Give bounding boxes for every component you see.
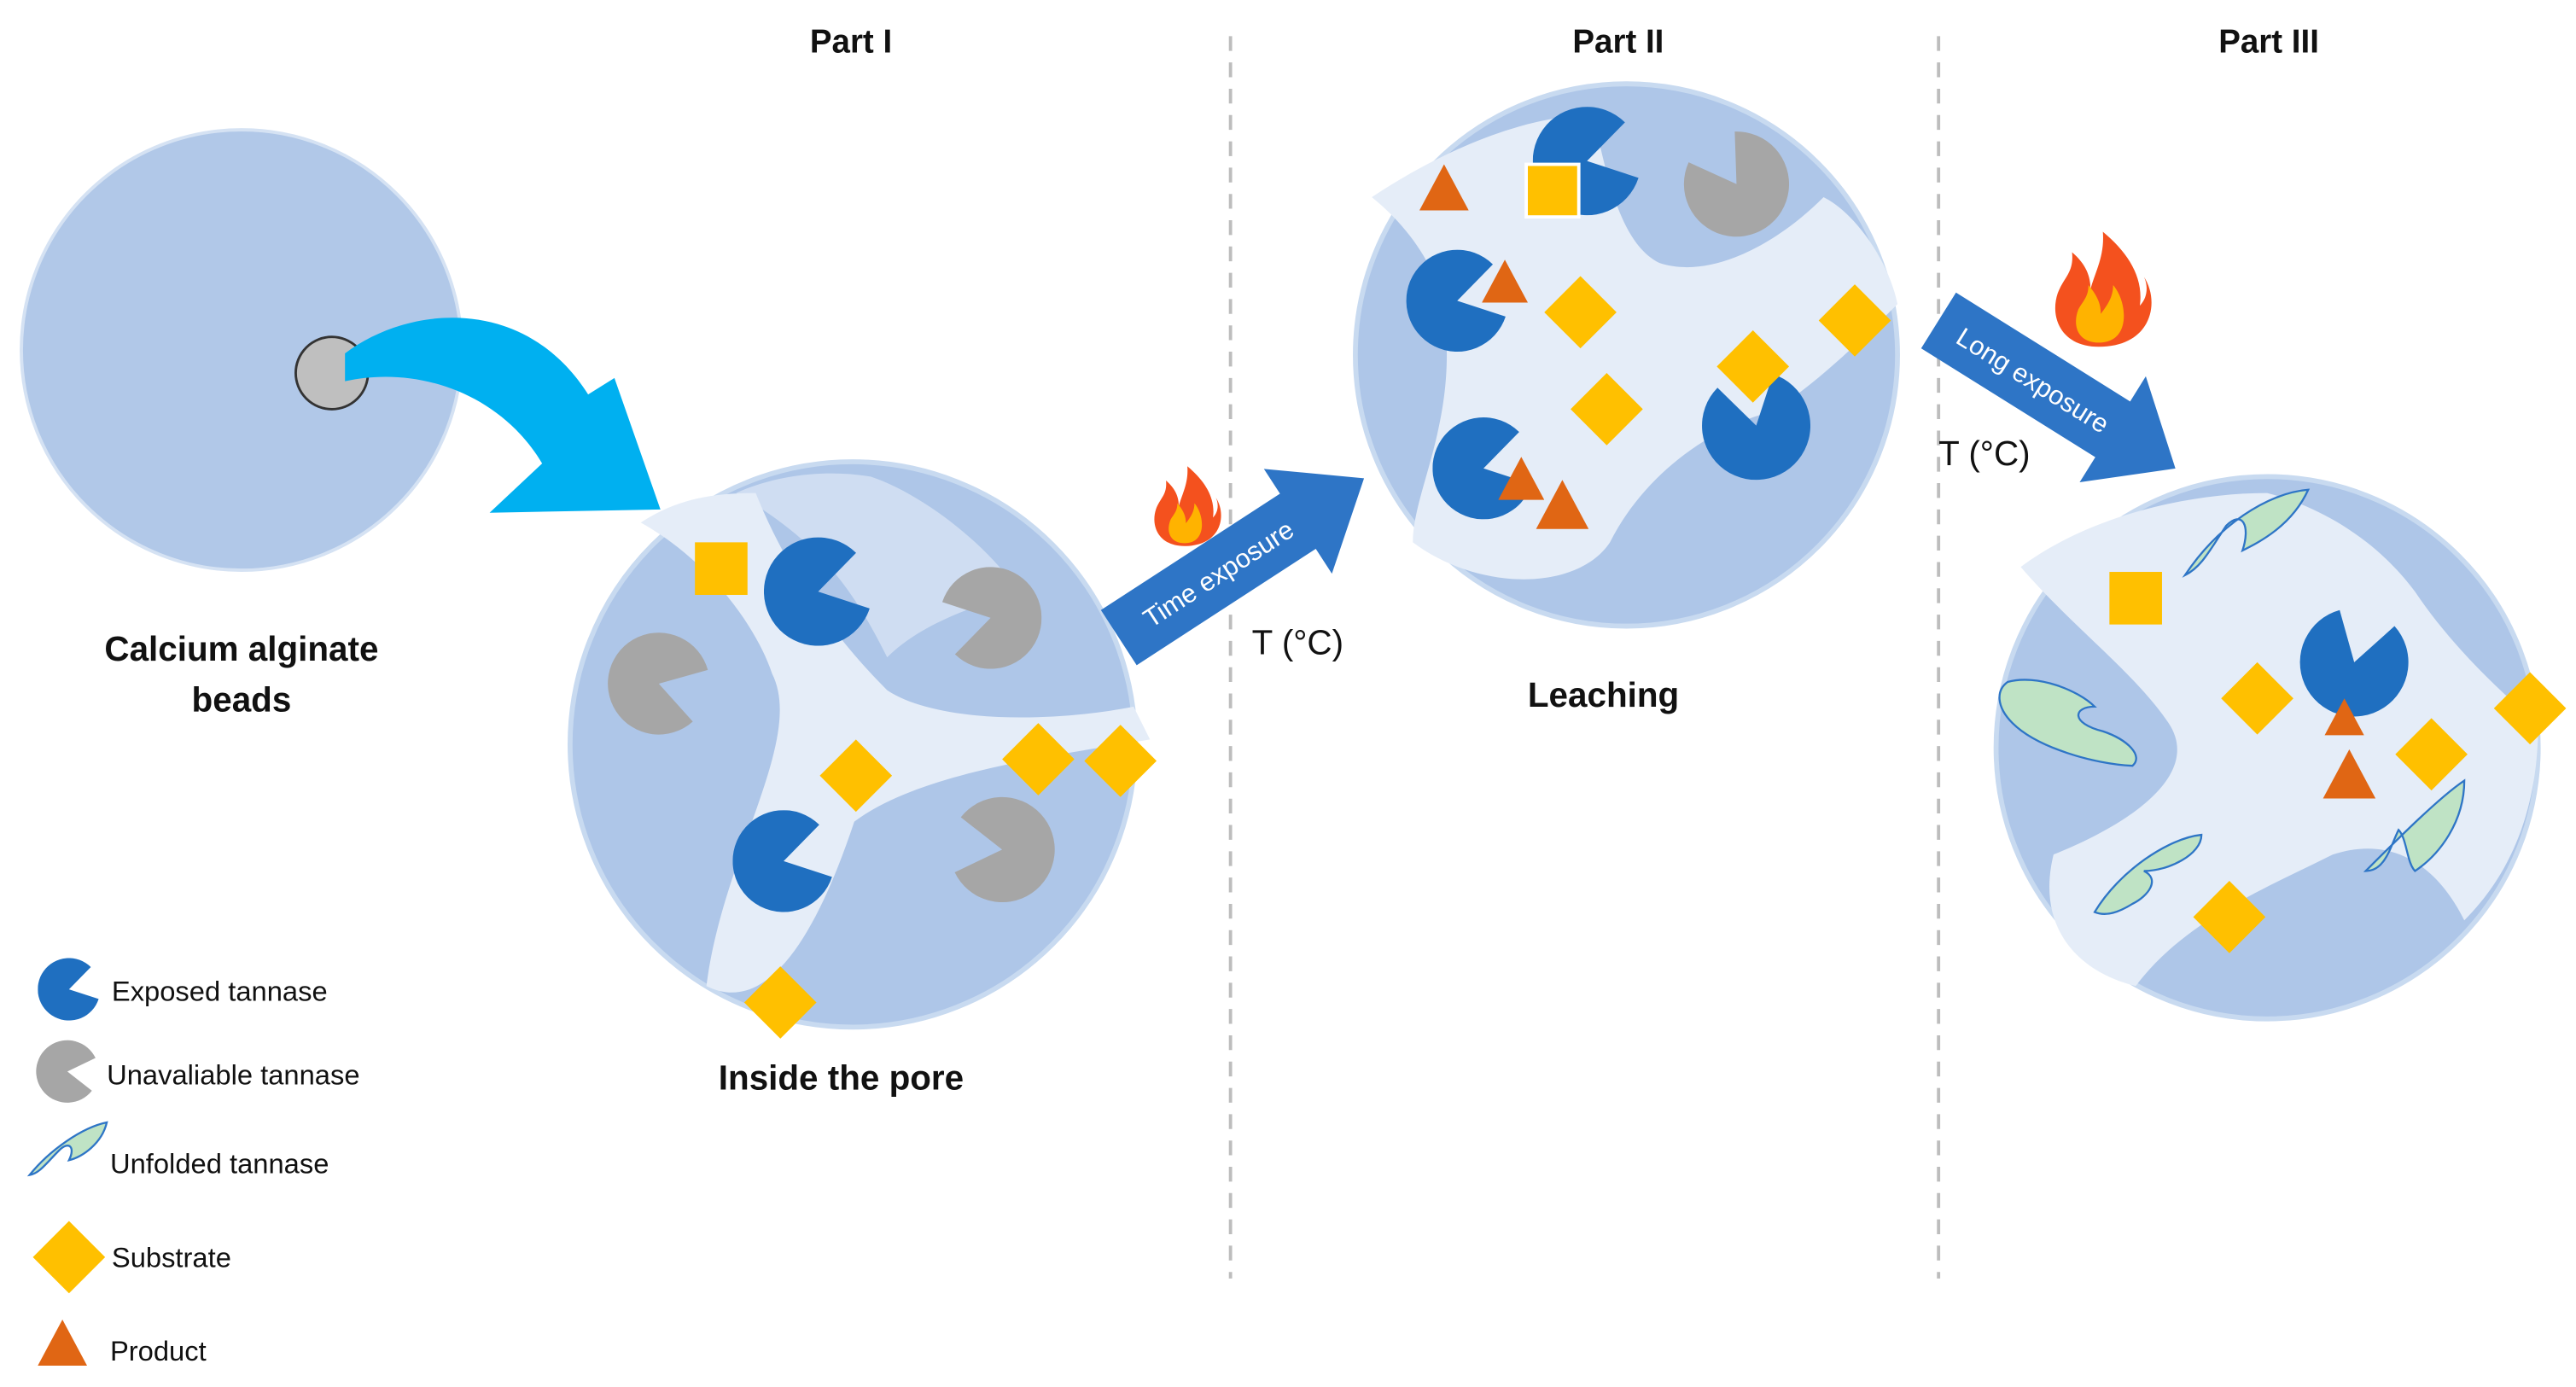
pore-label: Inside the pore: [719, 1058, 964, 1098]
legend: Exposed tannase Unavaliable tannase Unfo…: [26, 958, 360, 1367]
fire-icon: [1154, 466, 1221, 546]
part-iii-title: Part III: [2218, 24, 2319, 61]
legend-label: Substrate: [112, 1241, 231, 1273]
time-exposure-arrow: Time exposure: [1100, 469, 1365, 666]
legend-product-icon: [38, 1320, 88, 1366]
substrate: [1524, 162, 1891, 446]
part-ii-title: Part II: [1572, 24, 1664, 61]
leaching-label: Leaching: [1528, 675, 1679, 714]
bead-label-line2: beads: [192, 680, 292, 720]
legend-item: Substrate: [32, 1221, 231, 1294]
legend-unfolded-tannase-icon: [26, 1121, 108, 1177]
temperature-label-2: T (°C): [1938, 434, 2030, 473]
temperature-label-1: T (°C): [1252, 622, 1343, 661]
legend-label: Unavaliable tannase: [107, 1059, 359, 1091]
substrate: [2109, 572, 2567, 953]
legend-item: Exposed tannase: [38, 958, 328, 1021]
legend-item: Unfolded tannase: [26, 1121, 329, 1180]
part-i-title: Part I: [810, 24, 892, 61]
substrate: [695, 542, 1157, 1039]
pore-part-ii: [1353, 81, 1900, 629]
legend-item: Product: [38, 1320, 207, 1367]
legend-item: Unavaliable tannase: [27, 1031, 360, 1111]
legend-exposed-tannase-icon: [38, 958, 99, 1021]
bead-label-line1: Calcium alginate: [104, 629, 378, 668]
legend-unavailable-tannase-icon: [27, 1031, 107, 1111]
legend-label: Product: [110, 1335, 207, 1367]
legend-substrate-icon: [32, 1221, 106, 1294]
unfolded-tannase: [1998, 488, 2466, 916]
legend-label: Unfolded tannase: [110, 1148, 329, 1180]
zoom-arrow: [345, 318, 661, 513]
legend-label: Exposed tannase: [112, 976, 328, 1007]
fire-icon: [2054, 231, 2152, 347]
